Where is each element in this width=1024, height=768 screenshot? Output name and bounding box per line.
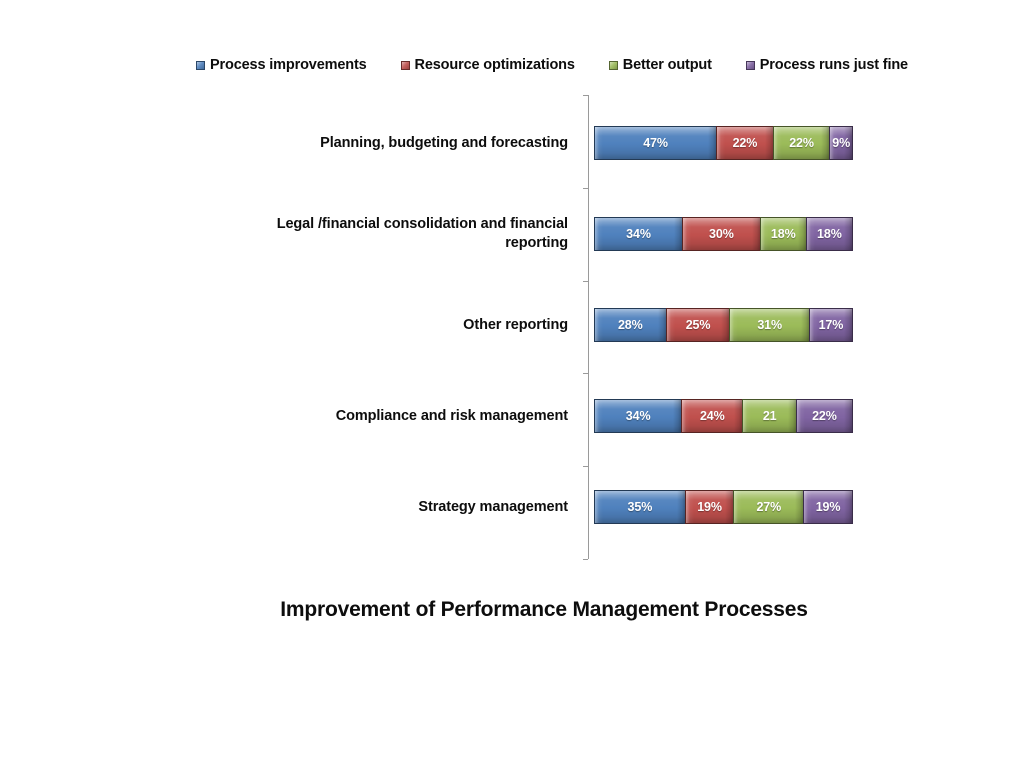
bar-segment-0-3[interactable]: 9% [829, 126, 853, 160]
legend-item-0[interactable]: Process improvements [196, 58, 367, 73]
square-swatch-icon [400, 60, 410, 70]
legend-item-2[interactable]: Better output [608, 56, 712, 73]
axis-tick-5 [583, 559, 588, 560]
bar-row-3: 34% 24% 21 22% [594, 399, 856, 433]
axis-tick-3 [583, 373, 588, 375]
category-label-4: Strategy management [418, 498, 568, 515]
bar-value-label: 28% [617, 318, 643, 332]
bar-row-4: 35% 19% 27% 19% [594, 490, 856, 524]
bar-value-label: 19% [815, 500, 841, 514]
bar-value-label: 47% [643, 136, 668, 150]
bar-segment-1-0[interactable]: 34% [594, 217, 684, 251]
bar-value-label: 22% [789, 136, 814, 150]
bar-value-label: 25% [685, 318, 711, 332]
bar-segment-2-2[interactable]: 31% [729, 308, 810, 342]
bar-segment-3-2[interactable]: 21 [742, 399, 797, 433]
bar-segment-2-3[interactable]: 17% [808, 308, 853, 342]
legend-item-3[interactable]: Process runs just fine [745, 56, 908, 73]
bar-segment-4-3[interactable]: 19% [803, 490, 853, 524]
bar-segment-3-0[interactable]: 34% [594, 399, 683, 433]
bar-value-label: 18% [770, 227, 796, 241]
legend-item-1[interactable]: Resource optimizations [400, 56, 575, 73]
bar-value-label: 30% [709, 227, 734, 241]
chart-title: Improvement of Performance Management Pr… [280, 598, 808, 621]
bar-segment-1-1[interactable]: 30% [682, 217, 761, 251]
bar-segment-4-0[interactable]: 35% [594, 490, 686, 524]
bar-segment-3-3[interactable]: 22% [795, 399, 853, 433]
legend-item-label: Process runs just fine [759, 56, 908, 73]
legend-item-label: Process improvements [210, 56, 367, 73]
bar-segment-1-2[interactable]: 18% [759, 217, 807, 251]
bar-segment-1-3[interactable]: 18% [805, 217, 853, 251]
value-axis-line [588, 95, 589, 559]
bar-value-label: 34% [625, 409, 651, 423]
square-swatch-icon [608, 60, 618, 70]
bar-value-label: 22% [732, 136, 758, 150]
bar-row-1: 34% 30% 18% 18% [594, 217, 856, 251]
category-label-1: Legal /financial consolidation and finan… [276, 216, 568, 251]
axis-tick-1 [583, 187, 588, 189]
bar-segment-0-0[interactable]: 47% [594, 126, 718, 160]
bar-row-0: 47% 22% 22% 9% [594, 126, 856, 160]
axis-tick-4 [583, 466, 588, 468]
bar-value-label: 9% [832, 136, 851, 150]
bar-value-label: 31% [757, 318, 783, 332]
bar-value-label: 19% [697, 500, 722, 514]
chart-legend: Process improvements Resource optimizatio… [196, 54, 908, 76]
category-label-3: Compliance and risk management [335, 407, 568, 424]
bar-series-group: 47% 22% 22% 9% 34% 30% 18% 18% 28% 25% 31% 17% 34% 24… [594, 95, 856, 559]
square-swatch-icon [745, 60, 755, 70]
bar-value-label: 17% [818, 318, 844, 332]
bar-segment-0-2[interactable]: 22% [772, 126, 831, 160]
bar-segment-2-0[interactable]: 28% [594, 308, 667, 342]
plot-area [583, 95, 868, 560]
bar-row-2: 28% 25% 31% 17% [594, 308, 856, 342]
bar-segment-4-2[interactable]: 27% [733, 490, 805, 524]
bar-segment-0-1[interactable]: 22% [716, 126, 774, 160]
bar-value-label: 27% [756, 500, 782, 514]
bar-value-label: 21 [762, 409, 777, 423]
category-label-2: Other reporting [463, 316, 568, 333]
category-label-0: Planning, budgeting and forecasting [320, 134, 568, 151]
bar-value-label: 18% [817, 227, 842, 241]
square-swatch-icon [196, 60, 205, 70]
axis-tick-0 [583, 95, 588, 96]
legend-item-label: Better output [622, 56, 712, 73]
axis-tick-2 [583, 280, 588, 282]
bar-segment-3-1[interactable]: 24% [681, 399, 744, 433]
bar-value-label: 35% [627, 500, 653, 514]
bar-value-label: 22% [812, 409, 837, 423]
legend-item-label: Resource optimizations [414, 56, 575, 73]
bar-value-label: 24% [699, 409, 725, 423]
bar-segment-2-1[interactable]: 25% [665, 308, 731, 342]
bar-segment-4-1[interactable]: 19% [684, 490, 735, 524]
bar-value-label: 34% [626, 227, 651, 241]
